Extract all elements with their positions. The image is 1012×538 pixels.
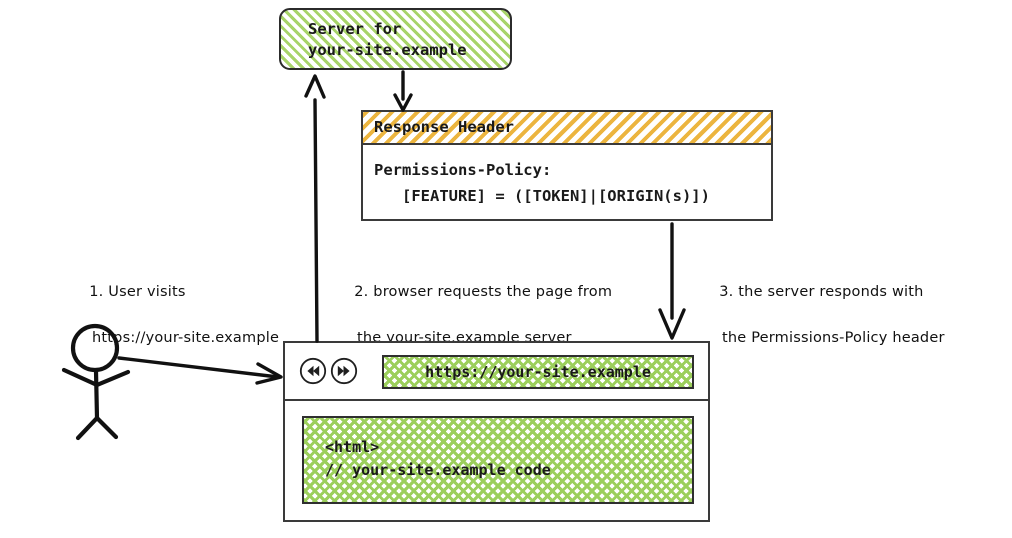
arrow-server-to-response-header xyxy=(393,70,413,112)
server-box: Server for your-site.example xyxy=(279,8,512,70)
annotation-step-3-line1: 3. the server responds with xyxy=(719,284,924,300)
url-bar[interactable]: https://your-site.example xyxy=(382,355,694,389)
server-label-line2: your-site.example xyxy=(308,41,467,59)
response-header-box: Response Header Permissions-Policy: [FEA… xyxy=(361,110,773,221)
page-content-area: <html> // your-site.example code xyxy=(302,416,694,504)
server-label: Server for your-site.example xyxy=(308,19,467,61)
arrow-request-to-server xyxy=(304,74,326,343)
page-code-line1: <html> xyxy=(325,438,380,456)
browser-window: https://your-site.example <html> // your… xyxy=(283,341,710,522)
permissions-policy-key: Permissions-Policy: xyxy=(374,161,552,179)
annotation-step-1-line2: https://your-site.example xyxy=(92,330,280,346)
fast-forward-icon[interactable] xyxy=(330,357,358,385)
page-code: <html> // your-site.example code xyxy=(325,436,551,482)
arrow-response-to-browser xyxy=(658,222,686,340)
annotation-step-1-line1: 1. User visits xyxy=(89,284,186,300)
rewind-icon[interactable] xyxy=(299,357,327,385)
annotation-step-3: 3. the server responds with the Permissi… xyxy=(700,258,945,396)
page-code-line2: // your-site.example code xyxy=(325,461,551,479)
response-header-title-bar: Response Header xyxy=(363,112,771,145)
browser-toolbar: https://your-site.example xyxy=(285,343,708,401)
annotation-step-2-line1: 2. browser requests the page from xyxy=(354,284,613,300)
permissions-policy-value: [FEATURE] = ([TOKEN]|[ORIGIN(s)]) xyxy=(374,187,710,205)
url-text: https://your-site.example xyxy=(425,363,651,381)
annotation-step-3-line2: the Permissions-Policy header xyxy=(722,330,945,346)
response-header-title: Response Header xyxy=(374,118,514,136)
response-header-body: Permissions-Policy: [FEATURE] = ([TOKEN]… xyxy=(363,145,771,209)
annotation-step-1: 1. User visits https://your-site.example xyxy=(70,258,279,396)
server-label-line1: Server for xyxy=(308,20,402,38)
